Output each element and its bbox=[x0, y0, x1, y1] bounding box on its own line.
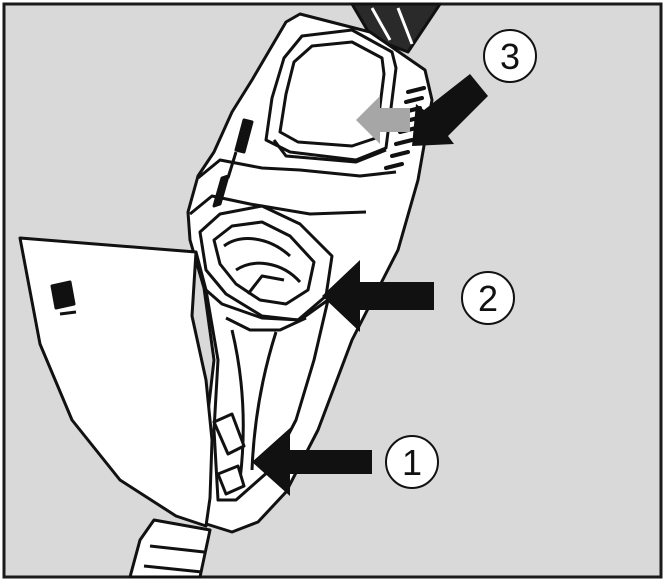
callout-2: 2 bbox=[461, 271, 515, 325]
dust-container bbox=[198, 204, 334, 502]
callout-3-label: 3 bbox=[500, 36, 520, 77]
callout-1: 1 bbox=[385, 435, 439, 489]
callout-3-circle bbox=[483, 29, 537, 83]
vacuum-wand-top bbox=[350, 2, 442, 54]
arrow-2 bbox=[322, 260, 434, 332]
callout-1-label: 1 bbox=[402, 442, 422, 483]
vacuum-nozzle bbox=[128, 518, 212, 579]
callout-2-circle bbox=[461, 271, 515, 325]
arrow-3 bbox=[412, 74, 488, 146]
arrow-1 bbox=[252, 428, 372, 496]
open-hinged-lid bbox=[18, 236, 214, 528]
callout-2-label: 2 bbox=[478, 278, 498, 319]
callout-1-circle bbox=[385, 435, 439, 489]
arrow-3-shadow bbox=[356, 96, 410, 144]
callout-3: 3 bbox=[483, 29, 537, 83]
